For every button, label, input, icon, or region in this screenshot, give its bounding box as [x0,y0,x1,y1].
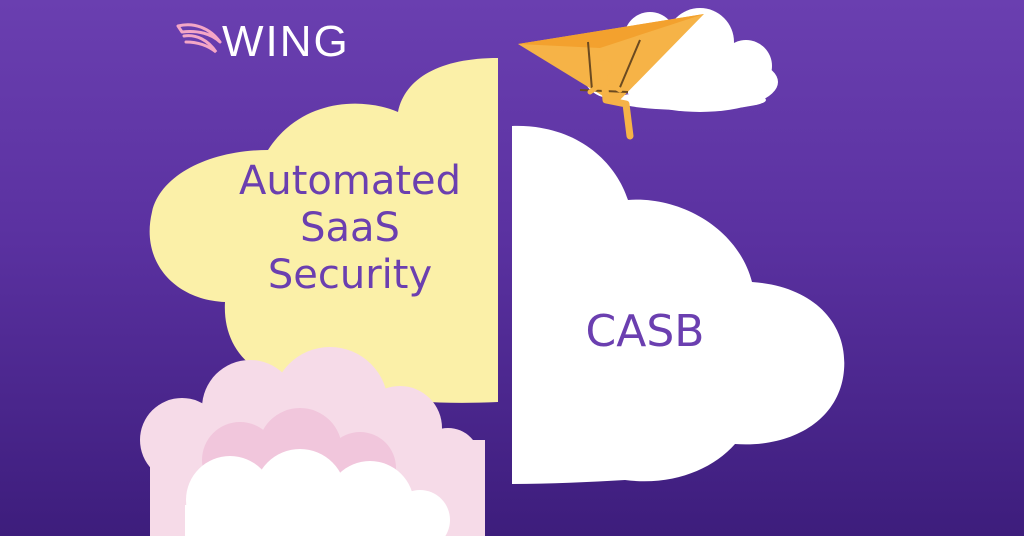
left-cloud-line-2: SaaS [300,204,400,251]
casb-label: CASB [585,306,705,357]
white-half-cloud [512,125,845,485]
left-cloud-line-1: Automated [238,158,462,204]
hang-glider-person-icon [518,14,704,140]
left-cloud-text: Automated SaaS Security [200,158,500,298]
logo-text: WING [222,17,350,66]
wing-icon [176,23,222,54]
pink-cloud-icon [140,347,485,536]
yellow-half-cloud [149,58,498,403]
wing-logo: WING [176,14,350,70]
left-cloud-line-3: Security [267,251,433,298]
